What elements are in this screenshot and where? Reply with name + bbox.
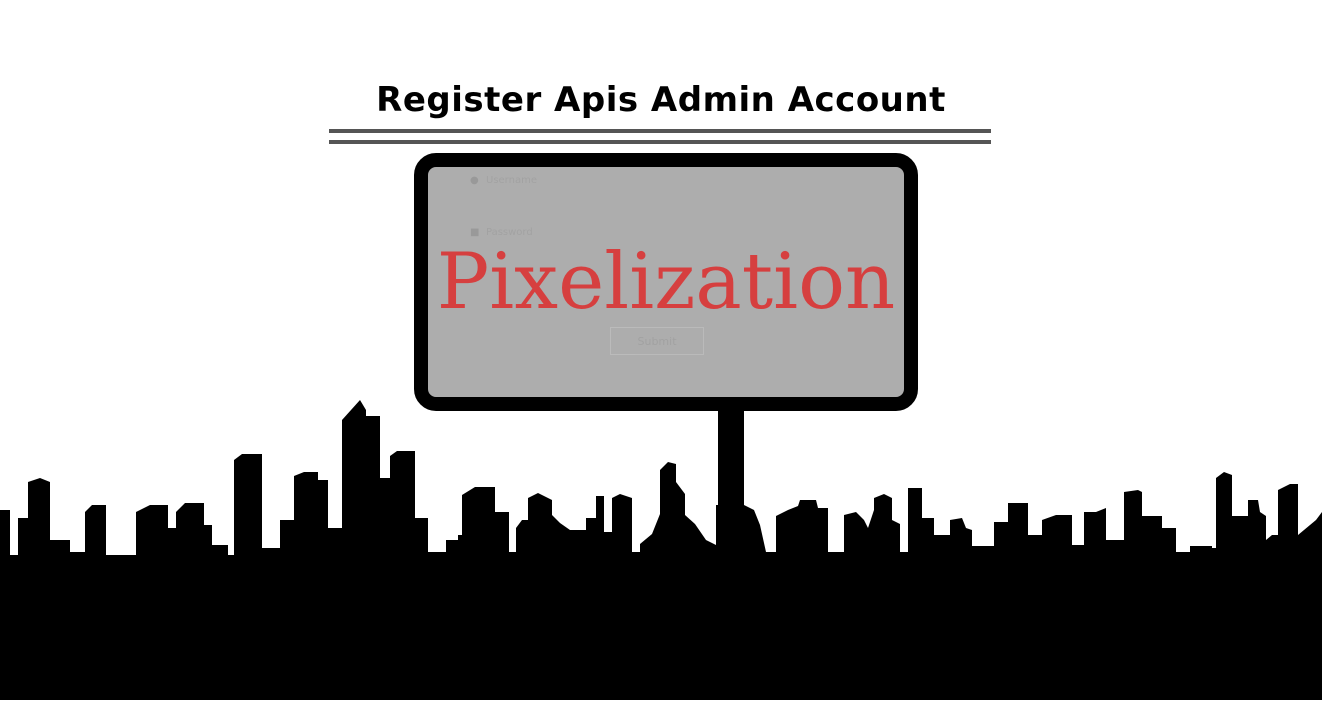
username-placeholder: Username: [486, 175, 537, 186]
password-field[interactable]: ■ Password: [470, 227, 533, 238]
submit-button[interactable]: Submit: [610, 327, 704, 355]
user-icon: ●: [470, 174, 479, 186]
pixelization-watermark: Pixelization: [436, 237, 896, 327]
title-divider-top: [329, 129, 991, 133]
register-form-panel: ● Username ■ Password Pixelization Submi…: [414, 153, 918, 411]
title-divider-bottom: [329, 140, 991, 144]
billboard-pole: [718, 405, 744, 555]
username-field[interactable]: ● Username: [470, 175, 537, 186]
page-title: Register Apis Admin Account: [376, 80, 946, 120]
lock-icon: ■: [470, 226, 480, 238]
password-placeholder: Password: [486, 227, 533, 238]
